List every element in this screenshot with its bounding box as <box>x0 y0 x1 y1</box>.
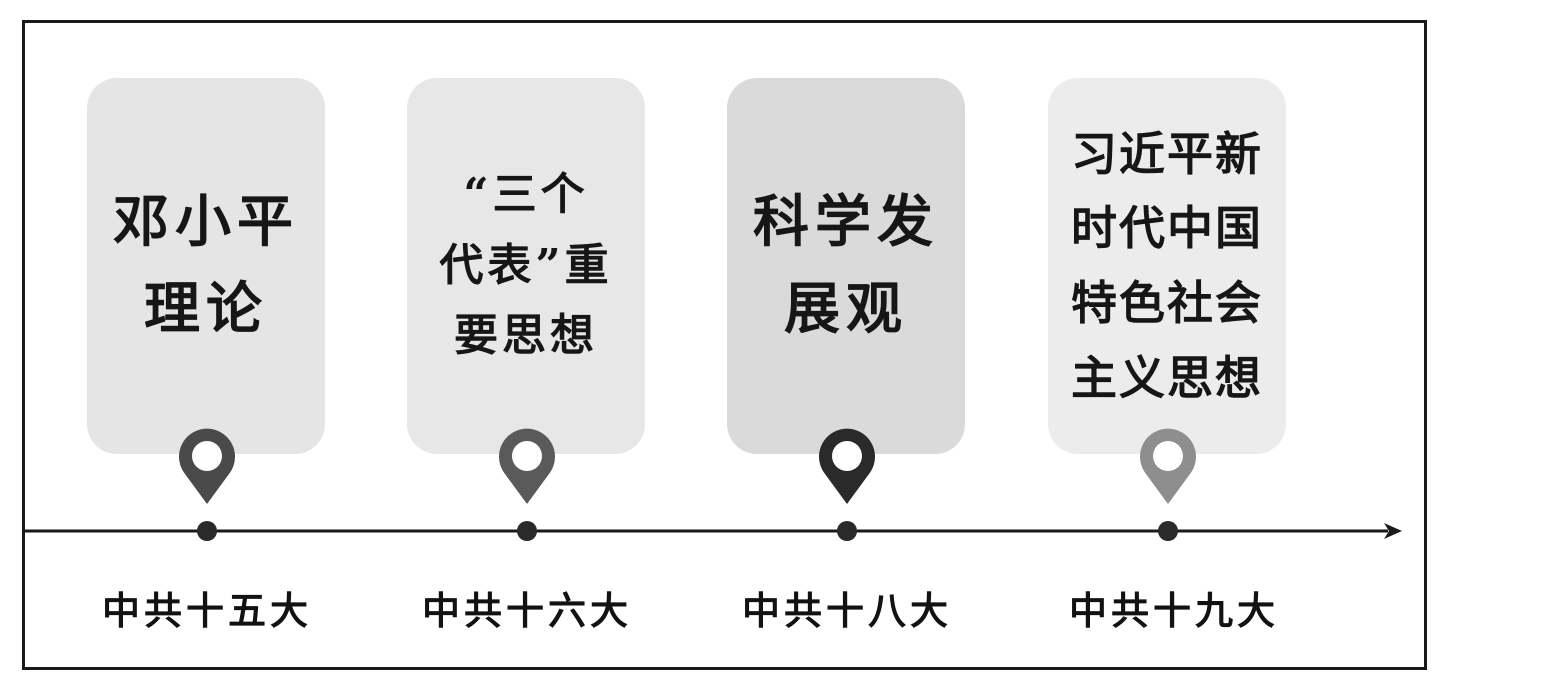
theory-text: “三个 代表”重 要思想 <box>439 169 613 362</box>
map-pin-icon <box>179 428 235 504</box>
theory-text: 科学发 展观 <box>753 189 939 342</box>
congress-label-15th: 中共十五大 <box>101 588 312 633</box>
timeline-node <box>1158 521 1178 541</box>
theory-text: 习近平新 时代中国 特色社会 主义思想 <box>1071 126 1263 405</box>
theory-card-three-represents: “三个 代表”重 要思想 <box>407 78 645 454</box>
congress-label-16th: 中共十六大 <box>421 588 632 633</box>
congress-label-19th: 中共十九大 <box>1068 588 1279 633</box>
map-pin-icon <box>499 428 555 504</box>
map-pin-icon <box>819 428 875 504</box>
theory-card-scientific-outlook: 科学发 展观 <box>727 78 965 454</box>
theory-card-deng-xiaoping: 邓小平 理论 <box>87 78 325 454</box>
timeline-node <box>837 521 857 541</box>
map-pin-icon <box>1140 428 1196 504</box>
theory-text: 邓小平 理论 <box>113 189 299 342</box>
arrow-head-icon <box>1384 523 1402 539</box>
theory-card-xi-jinping-thought: 习近平新 时代中国 特色社会 主义思想 <box>1048 78 1286 454</box>
timeline-node <box>517 521 537 541</box>
congress-label-18th: 中共十八大 <box>741 588 952 633</box>
timeline-node <box>197 521 217 541</box>
